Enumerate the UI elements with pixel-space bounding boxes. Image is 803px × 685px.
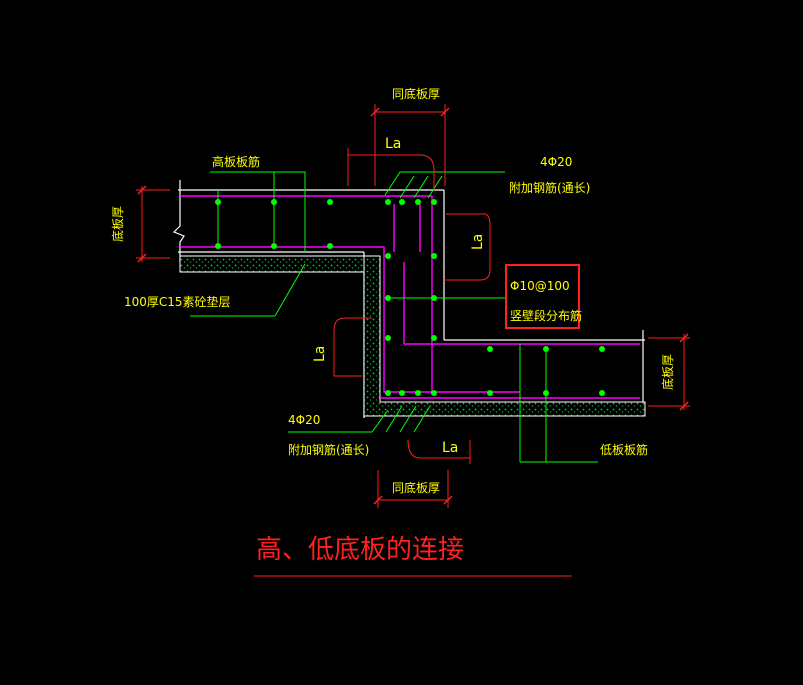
dimension-ticks <box>137 107 689 505</box>
leader-lines <box>190 171 598 463</box>
wall-rebar-desc: 竖壁段分布筋 <box>510 308 582 323</box>
slab-outline <box>172 180 645 418</box>
dimension-lines <box>136 104 690 577</box>
high-slab-rebar-label: 高板板筋 <box>212 154 260 169</box>
drawing-title: 高、低底板的连接 <box>256 535 464 565</box>
extra-rebar-bottom-desc: 附加钢筋(通长) <box>288 442 369 457</box>
same-thickness-bottom-label: 同底板厚 <box>392 480 440 495</box>
wall-rebar-spec: Φ10@100 <box>510 279 570 293</box>
slab-thickness-right: 底板厚 <box>660 354 675 390</box>
la-bottom-label: La <box>442 440 458 456</box>
la-top-label: La <box>385 136 401 152</box>
highlight-box <box>505 264 580 329</box>
rebar-dots <box>215 199 605 396</box>
same-thickness-top-label: 同底板厚 <box>392 86 440 101</box>
slab-thickness-left: 底板厚 <box>110 206 125 242</box>
cushion-label: 100厚C15素砼垫层 <box>124 294 231 309</box>
rebar-main <box>180 195 640 399</box>
cushion-layer <box>179 255 646 417</box>
extra-rebar-top-desc: 附加钢筋(通长) <box>509 180 590 195</box>
extra-rebar-bottom-count: 4Φ20 <box>288 413 320 427</box>
la-right-label: La <box>470 234 486 250</box>
extra-rebar-top-count: 4Φ20 <box>540 155 572 169</box>
low-slab-rebar-label: 低板板筋 <box>600 442 648 457</box>
la-left-label: La <box>312 346 328 362</box>
